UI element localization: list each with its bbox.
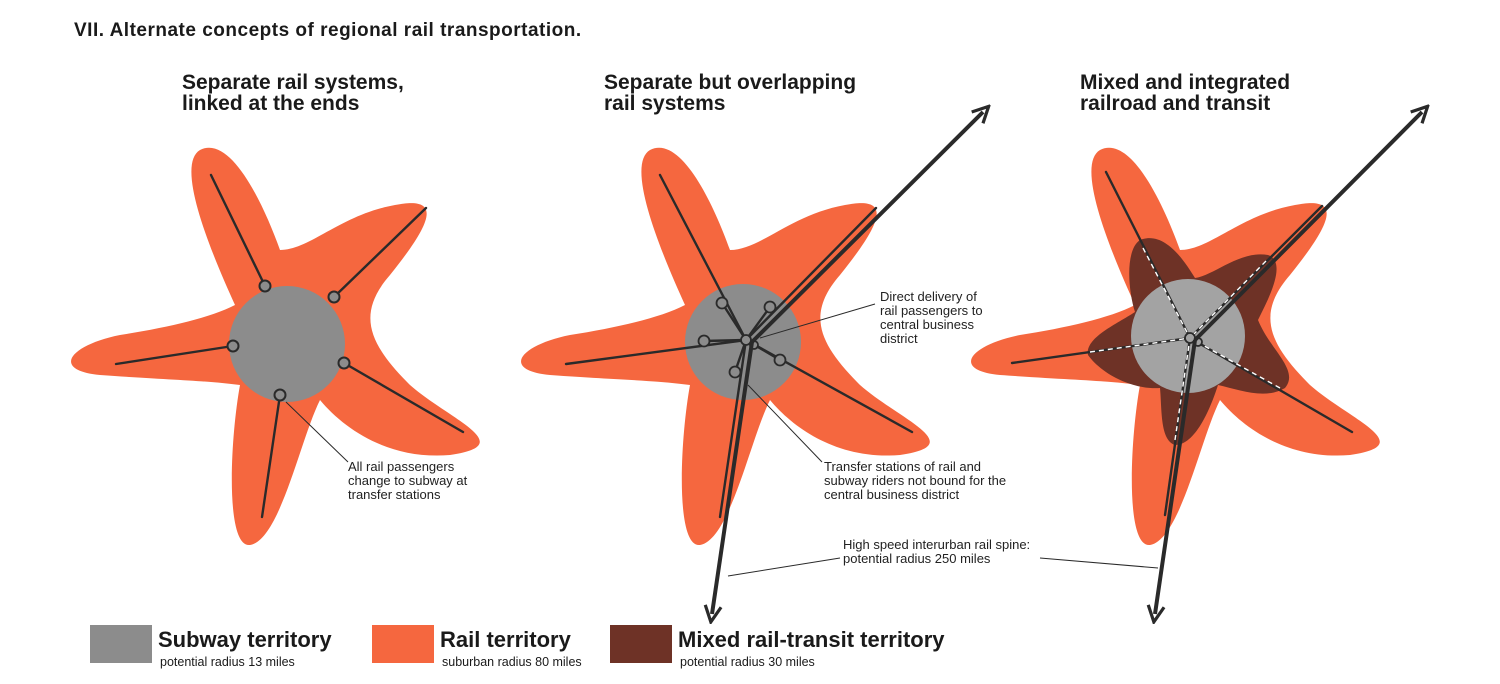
panel-3-diagram <box>971 112 1422 614</box>
transfer-station <box>273 388 287 402</box>
legend-swatch-mixed <box>610 625 672 663</box>
legend-sub: suburban radius 80 miles <box>442 655 582 669</box>
rail-line <box>1104 170 1192 340</box>
legend-label: Subway territory <box>158 627 332 652</box>
transfer-station <box>226 339 240 353</box>
annotation-transfer-stations: Transfer stations of rail and subway rid… <box>824 460 1006 502</box>
annotation-high-speed: High speed interurban rail spine: potent… <box>843 538 1030 566</box>
legend-label: Mixed rail-transit territory <box>678 627 945 652</box>
annotation-leader <box>1039 557 1159 569</box>
panel-1-diagram <box>71 147 480 546</box>
high-speed-spine <box>1193 112 1422 342</box>
annotation-line: district <box>880 331 918 346</box>
annotation-line: rail passengers to <box>880 303 983 318</box>
annotation-line: change to subway at <box>348 473 468 488</box>
annotation-line: potential radius 250 miles <box>843 551 991 566</box>
transfer-station <box>728 365 742 379</box>
legend-swatch-rail <box>372 625 434 663</box>
legend-swatch-subway <box>90 625 152 663</box>
panel-title-line: linked at the ends <box>182 92 360 115</box>
transfer-station <box>337 356 351 370</box>
transfer-station <box>327 290 341 304</box>
high-speed-spine <box>1155 339 1197 614</box>
annotation-line: Transfer stations of rail and <box>824 459 982 474</box>
rail-line <box>1188 336 1354 434</box>
rail-line <box>332 206 428 299</box>
annotation-leader <box>747 384 823 463</box>
subway-spoke <box>720 301 748 342</box>
panel-2-diagram <box>521 112 983 614</box>
panel-3-title: Mixed and integrated railroad and transi… <box>1080 72 1290 114</box>
annotation-line: All rail passengers <box>348 459 455 474</box>
annotation-leader <box>759 303 876 339</box>
rail-line <box>114 344 235 366</box>
rail-line <box>658 173 748 342</box>
annotation-line: subway riders not bound for the <box>824 473 1007 488</box>
transfer-station <box>773 353 787 367</box>
legend-sub: potential radius 30 miles <box>680 655 815 669</box>
annotation-line: Direct delivery of <box>880 289 977 304</box>
panel-2-title: Separate but overlapping rail systems <box>604 72 856 114</box>
panel-title-line: Mixed and integrated <box>1080 71 1291 94</box>
mixed-rail-line <box>1142 247 1191 339</box>
panel-title-line: Separate rail systems, <box>182 71 404 94</box>
transfer-station <box>715 296 729 310</box>
subway-spoke <box>744 305 772 342</box>
panel-1-title: Separate rail systems, linked at the end… <box>182 72 404 114</box>
transfer-station <box>697 334 711 348</box>
rail-line <box>718 338 748 519</box>
rail-line <box>564 338 748 366</box>
annotation-line: transfer stations <box>348 487 441 502</box>
rail-line <box>209 173 267 288</box>
high-speed-spine <box>750 112 983 344</box>
rail-line <box>342 361 465 434</box>
central-station <box>740 334 752 346</box>
rail-line <box>260 393 282 519</box>
annotation-line: central business district <box>824 487 960 502</box>
annotation-leader <box>727 557 841 577</box>
panel-title-line: Separate but overlapping <box>604 71 857 94</box>
mixed-rail-line <box>1189 260 1267 339</box>
annotation-line: High speed interurban rail spine: <box>843 537 1031 552</box>
panel-title-line: rail systems <box>604 92 726 115</box>
annotation-line: central business <box>880 317 974 332</box>
figure-title: VII. Alternate concepts of regional rail… <box>74 20 582 41</box>
transfer-station <box>763 300 777 314</box>
annotation-direct-delivery: Direct delivery of rail passengers to ce… <box>880 290 983 346</box>
annotation-leader <box>285 401 349 463</box>
legend-sub: potential radius 13 miles <box>160 655 295 669</box>
subway-spoke <box>702 338 748 343</box>
high-speed-spine <box>712 341 754 614</box>
mixed-rail-line <box>1189 337 1281 389</box>
mixed-rail-line <box>1089 337 1191 353</box>
rail-line <box>744 206 878 342</box>
subway-territory <box>229 286 345 402</box>
legend-label: Rail territory <box>440 627 571 652</box>
annotation-transfer-all: All rail passengers change to subway at … <box>348 460 467 502</box>
transfer-station <box>258 279 272 293</box>
panel-title-line: railroad and transit <box>1080 92 1271 115</box>
mixed-rail-line <box>1174 337 1191 441</box>
rail-line <box>1188 204 1324 340</box>
